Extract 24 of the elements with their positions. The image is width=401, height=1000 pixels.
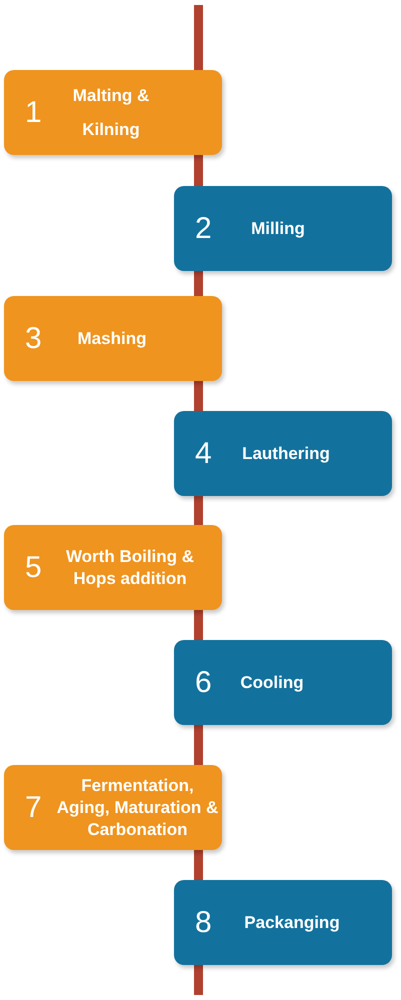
step-number: 4 [195, 438, 212, 468]
step-number: 5 [25, 552, 42, 582]
step-label: Packanging [244, 912, 340, 934]
step-box [4, 70, 222, 155]
step-label: Lauthering [242, 442, 330, 464]
step-number: 6 [195, 668, 212, 698]
step-label: Malting & Kilning [72, 84, 150, 141]
step-box [4, 765, 222, 850]
step-box [174, 186, 392, 271]
step-number: 2 [195, 214, 212, 244]
step-box [4, 296, 222, 381]
step-label: Milling [251, 218, 305, 240]
step-label: Fermentation, Aging, Maturation & Carbonation [56, 774, 220, 840]
step-label: Mashing [78, 328, 146, 350]
step-label: Worth Boiling & Hops addition [64, 546, 196, 590]
step-box [174, 411, 392, 496]
step-label: Cooling [240, 672, 304, 694]
step-box [174, 880, 392, 965]
step-box [174, 640, 392, 725]
step-box [4, 525, 222, 610]
step-number: 7 [25, 792, 42, 822]
step-number: 8 [195, 908, 212, 938]
step-number: 3 [25, 324, 42, 354]
step-number: 1 [25, 98, 42, 128]
